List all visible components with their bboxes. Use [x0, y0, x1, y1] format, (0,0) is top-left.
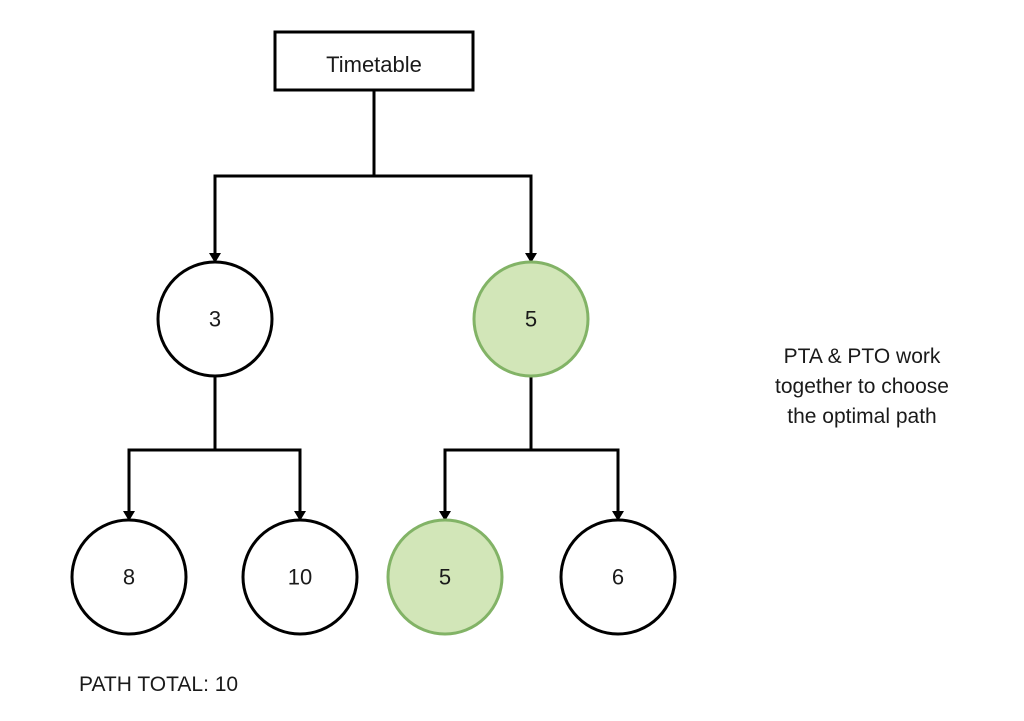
connector-node-5-to-node-6: [531, 448, 624, 521]
connectors-left-branch: [123, 377, 306, 521]
side-note: PTA & PTO work together to choose the op…: [732, 342, 992, 432]
path-total-label: PATH TOTAL: 10: [79, 673, 239, 696]
node-circle: [472, 260, 590, 378]
tree-node-level2-1: 8: [70, 518, 188, 636]
node-value: 5: [439, 565, 451, 590]
connectors-right-branch: [439, 377, 624, 521]
node-value: 6: [612, 565, 624, 590]
node-value: 3: [209, 307, 221, 332]
node-circle: [241, 518, 359, 636]
connector-root-to-node-5: [374, 174, 537, 263]
connectors-root: [209, 90, 537, 263]
root-label: Timetable: [326, 52, 422, 77]
node-circle: [559, 518, 677, 636]
tree-node-level1-left: 3: [156, 260, 274, 378]
root-node: Timetable: [273, 30, 475, 92]
connector-root-to-node-3: [209, 174, 374, 263]
tree-node-level2-2: 10: [241, 518, 359, 636]
connector-node-5-to-node-5: [439, 448, 531, 521]
root-box: [273, 30, 475, 92]
tree-node-level1-right: 5: [472, 260, 590, 378]
node-value: 5: [525, 307, 537, 332]
node-value: 8: [123, 565, 135, 590]
node-circle: [156, 260, 274, 378]
tree-node-level2-4: 6: [559, 518, 677, 636]
connector-node-3-to-node-8: [123, 448, 215, 521]
node-circle: [386, 518, 504, 636]
tree-node-level2-3: 5: [386, 518, 504, 636]
side-note-line: PTA & PTO work: [783, 345, 941, 368]
side-note-line: the optimal path: [787, 405, 937, 428]
connector-node-3-to-node-10: [215, 448, 306, 521]
node-value: 10: [288, 565, 312, 590]
side-note-line: together to choose: [775, 375, 949, 398]
node-circle: [70, 518, 188, 636]
